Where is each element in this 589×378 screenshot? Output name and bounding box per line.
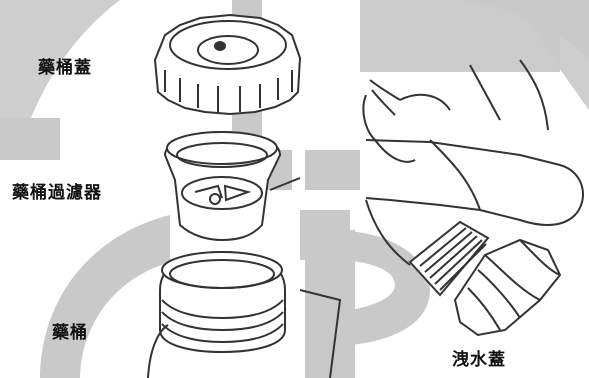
drain-cap-label: 洩水蓋 <box>452 350 506 370</box>
tank-filter-icon <box>163 130 301 242</box>
tank-cap-label: 藥桶蓋 <box>38 58 92 78</box>
drain-cap-icon <box>408 220 562 337</box>
tank-filter-label: 藥桶過濾器 <box>12 183 102 203</box>
tank-neck-icon <box>147 250 342 378</box>
tank-cap-icon <box>153 13 302 116</box>
tank-label: 藥桶 <box>52 323 88 343</box>
hand-icon <box>362 59 584 266</box>
